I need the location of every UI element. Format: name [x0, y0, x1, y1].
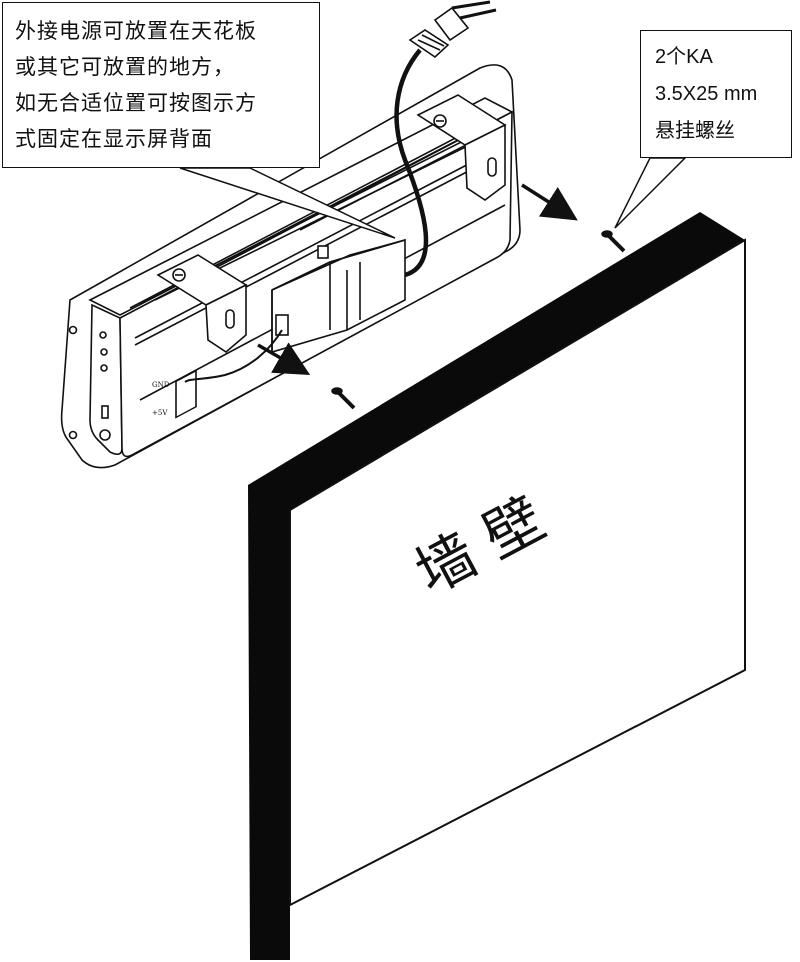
power-plug-icon [408, 0, 497, 59]
screw-spec-note: 2个KA 3.5X25 mm 悬挂螺丝 [640, 30, 792, 158]
note-line: 式固定在显示屏背面 [15, 127, 213, 151]
dc-cable [184, 329, 283, 383]
screw-line: 2个KA [655, 46, 713, 68]
mounting-screw-icon [601, 230, 626, 253]
note-line: 或其它可放置的地方， [15, 55, 235, 79]
power-port [175, 369, 197, 419]
note-line: 外接电源可放置在天花板 [15, 19, 257, 43]
screw-line: 3.5X25 mm [655, 83, 758, 105]
power-supply-note: 外接电源可放置在天花板 或其它可放置的地方， 如无合适位置可按图示方 式固定在显… [2, 2, 320, 168]
direction-arrow-icon [521, 183, 578, 221]
note-callout-pointer [179, 167, 396, 239]
wall: 墙 壁 [248, 212, 746, 960]
wall-edge [248, 212, 745, 960]
port-label-gnd: GND [152, 381, 170, 389]
power-cord [394, 48, 429, 278]
mounting-screw-icon [331, 387, 356, 410]
screw-callout-pointer [614, 157, 687, 229]
screw-line: 悬挂螺丝 [655, 120, 735, 142]
bracket-left [156, 254, 248, 354]
direction-arrow-icon [257, 342, 311, 375]
note-line: 如无合适位置可按图示方 [15, 91, 257, 115]
power-supply [271, 238, 406, 354]
port-label-5v: +5V [152, 409, 168, 417]
bracket-right [416, 94, 507, 201]
